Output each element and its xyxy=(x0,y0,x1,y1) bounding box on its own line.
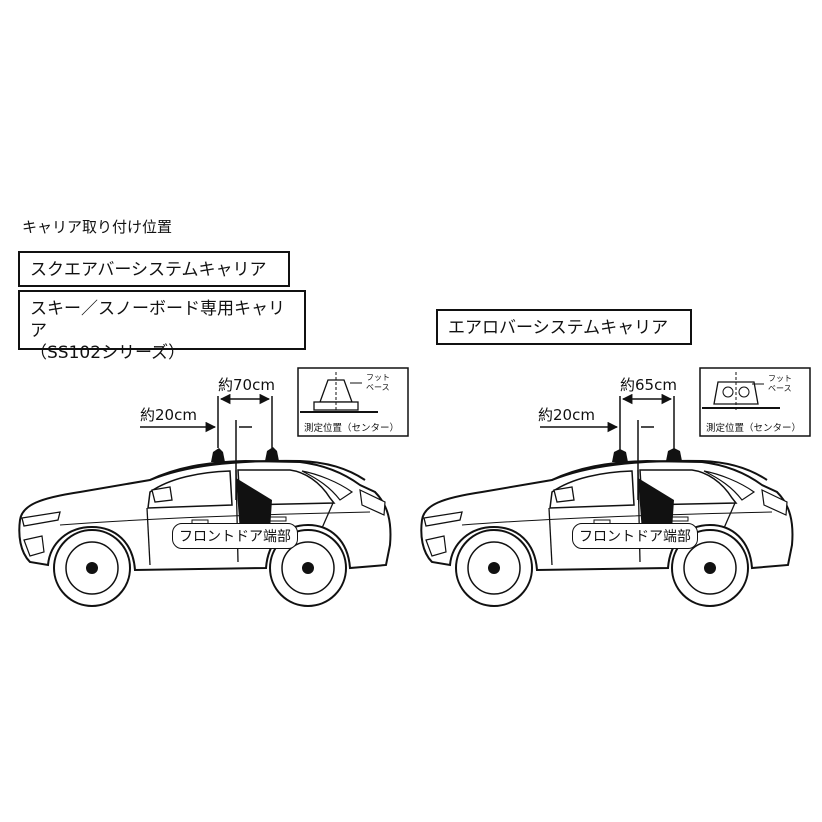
right-car-drawing xyxy=(420,393,794,607)
ski-carrier-label: スキー／スノーボード専用キャリア （SS102シリーズ） xyxy=(18,290,306,363)
aero-bar-carrier-text: エアロバーシステムキャリア xyxy=(448,318,669,338)
left-inset-foot-label: フット ベース xyxy=(366,373,390,393)
left-inset-foot-drawing xyxy=(297,367,409,437)
ski-carrier-series: （SS102シリーズ） xyxy=(30,343,186,363)
left-inset-foot-line1: フット xyxy=(366,373,390,382)
left-inset-caption: 測定位置（センター） xyxy=(304,423,400,434)
right-dim-long: 約65cm xyxy=(620,376,677,394)
page-title: キャリア取り付け位置 xyxy=(22,218,173,236)
right-door-label: フロントドア端部 xyxy=(572,523,698,549)
right-inset-foot-line2: ベース xyxy=(768,384,792,393)
left-car-drawing xyxy=(18,393,392,607)
left-dim-long: 約70cm xyxy=(218,376,275,394)
aero-bar-carrier-label: エアロバーシステムキャリア xyxy=(436,309,692,345)
right-dim-short: 約20cm xyxy=(538,406,595,424)
right-inset-foot-drawing xyxy=(699,367,811,437)
right-inset-caption: 測定位置（センター） xyxy=(706,423,802,434)
left-inset-foot-line2: ベース xyxy=(366,383,390,392)
square-bar-carrier-label: スクエアバーシステムキャリア xyxy=(18,251,290,287)
square-bar-carrier-text: スクエアバーシステムキャリア xyxy=(30,260,267,280)
left-dim-short: 約20cm xyxy=(140,406,197,424)
ski-carrier-text: スキー／スノーボード専用キャリア xyxy=(30,299,285,341)
right-inset-foot-line1: フット xyxy=(768,374,792,383)
right-inset-foot-label: フット ベース xyxy=(768,374,792,394)
left-door-label: フロントドア端部 xyxy=(172,523,298,549)
